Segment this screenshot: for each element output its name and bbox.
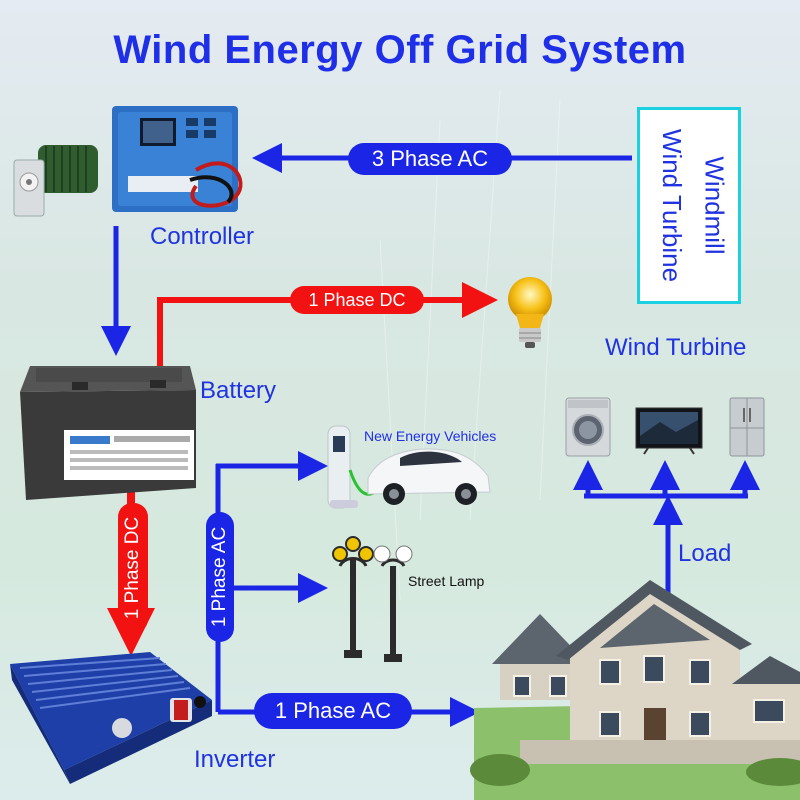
one-phase-ac-badge-vertical: 1 Phase AC <box>206 512 234 642</box>
one-phase-dc-badge-vertical: 1 Phase DC <box>118 503 148 633</box>
inverter-label: Inverter <box>194 746 276 773</box>
new-energy-vehicles-label: New Energy Vehicles <box>364 428 497 444</box>
street-lamp-label: Street Lamp <box>408 573 485 589</box>
controller-label: Controller <box>150 223 255 250</box>
one-phase-dc-badge-top: 1 Phase DC <box>290 286 424 314</box>
load-label: Load <box>678 540 732 567</box>
one-phase-ac-vertical-text: 1 Phase AC <box>209 526 230 628</box>
wind-turbine-label: Wind Turbine <box>605 334 747 361</box>
wind-turbine-box: Wind Turbine Windmill <box>637 107 741 304</box>
one-phase-dc-vertical-text: 1 Phase DC <box>122 516 144 620</box>
one-phase-ac-badge-bottom: 1 Phase AC <box>254 693 412 729</box>
page-title: Wind Energy Off Grid System <box>113 28 687 72</box>
three-phase-ac-badge: 3 Phase AC <box>348 143 512 175</box>
battery-label: Battery <box>200 377 277 404</box>
